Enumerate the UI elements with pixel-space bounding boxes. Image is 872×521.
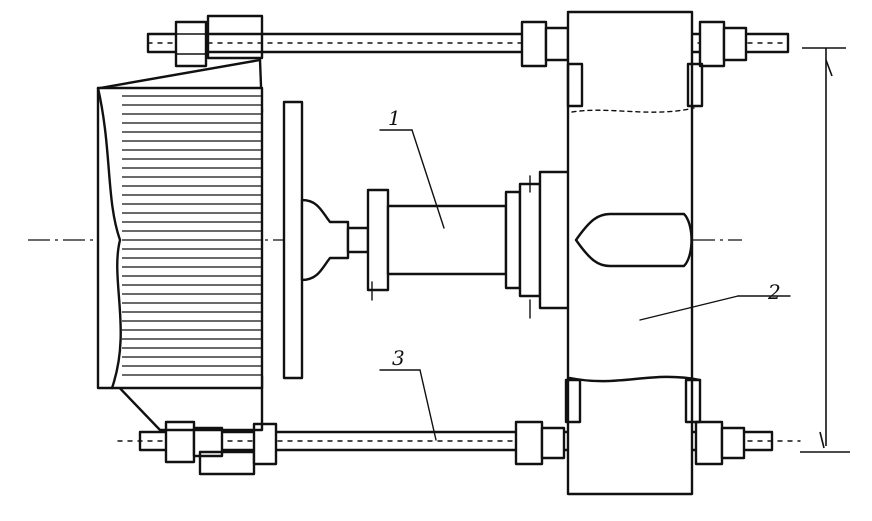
mounting-flange-plate <box>282 100 304 380</box>
label-part-2: 2 <box>768 280 781 304</box>
dimension-line <box>800 47 850 453</box>
shaft-part-1 <box>366 170 572 319</box>
wheel-housing-part-2 <box>564 10 704 496</box>
motor-housing <box>96 58 264 432</box>
label-part-3: 3 <box>392 346 405 370</box>
label-part-1: 1 <box>388 106 401 130</box>
shaft-stub <box>346 226 370 254</box>
leader-lines <box>379 129 791 441</box>
coupling-neck <box>300 198 350 282</box>
